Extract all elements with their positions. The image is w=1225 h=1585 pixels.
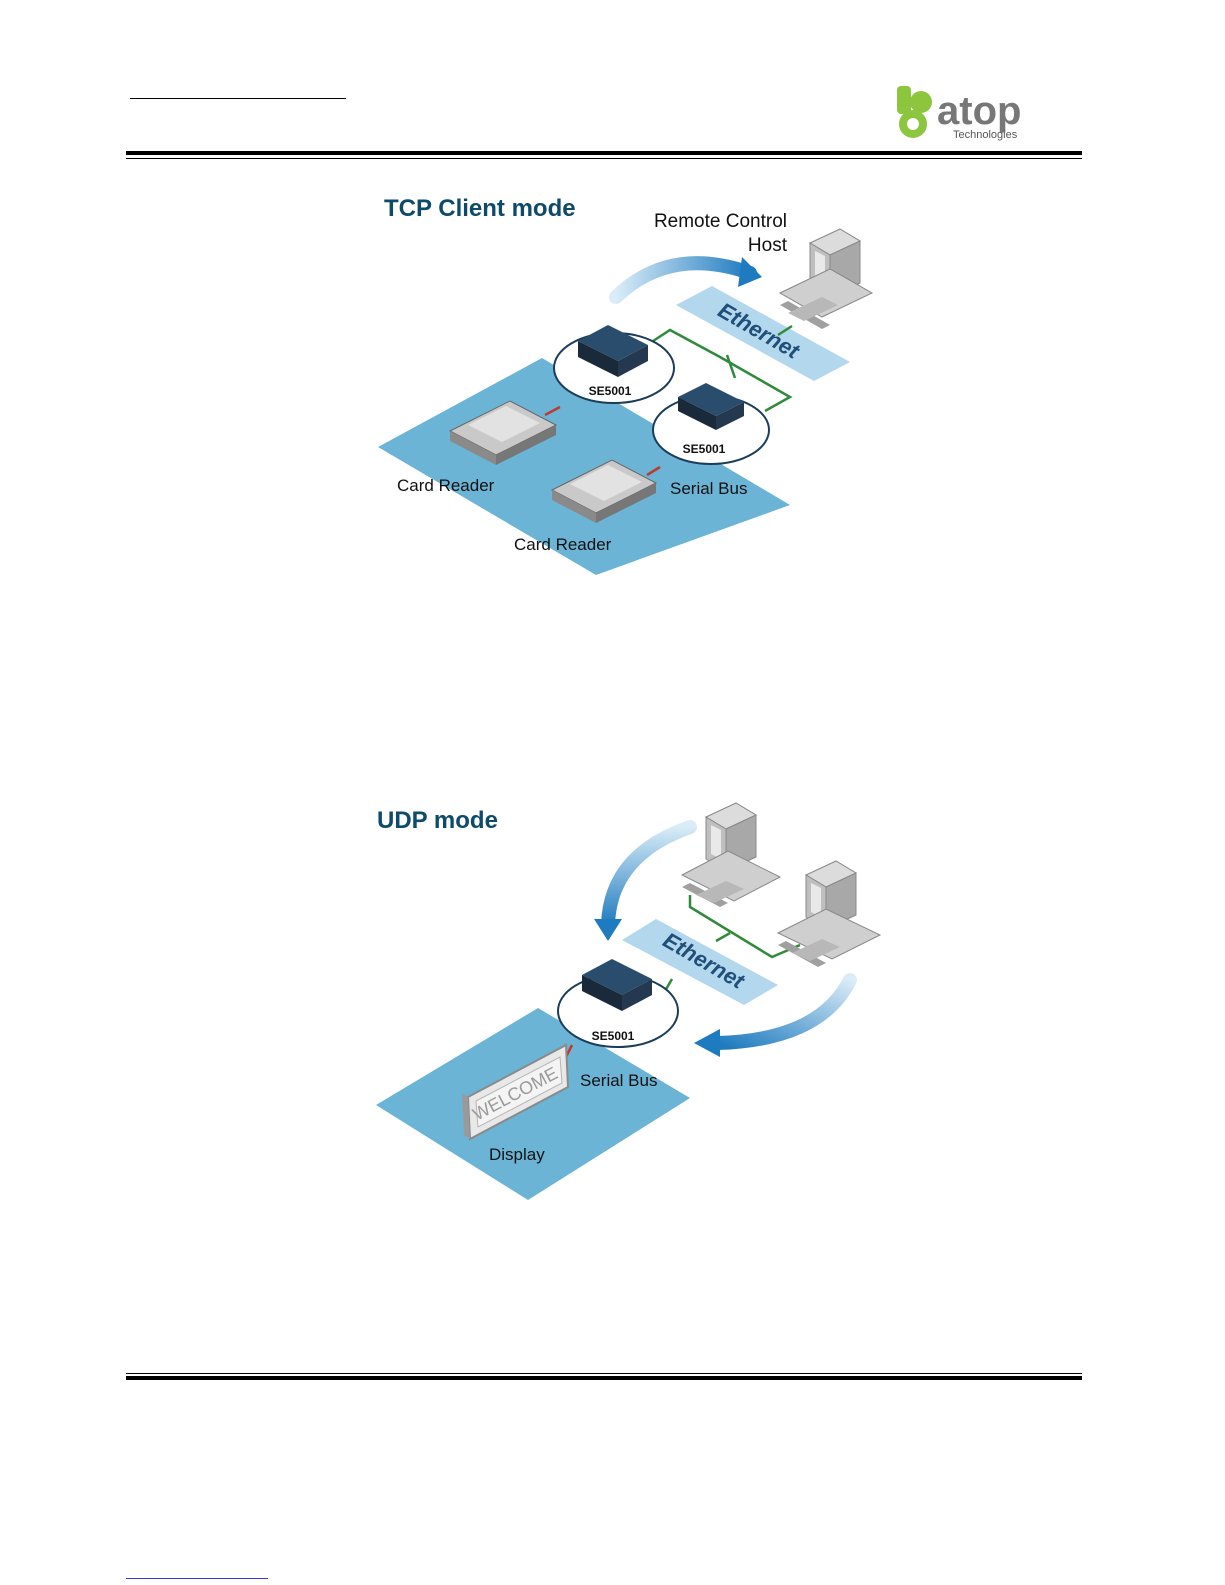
header-rule-thin — [126, 158, 1082, 159]
logo-subtext: Technologies — [953, 129, 1018, 141]
tcp-reader1-label: Card Reader — [397, 476, 495, 495]
udp-arrowhead-down-icon — [594, 919, 622, 941]
udp-arrowhead-left-icon — [694, 1029, 720, 1057]
tcp-device2-label: SE5001 — [683, 442, 726, 456]
tcp-serial-bus-label: Serial Bus — [670, 479, 747, 498]
tcp-arrow-icon — [616, 263, 750, 297]
tcp-host-label-line1: Remote Control — [654, 211, 787, 232]
udp-computer1-icon — [682, 803, 780, 907]
header-underline — [130, 98, 346, 99]
tcp-arrowhead-icon — [738, 257, 762, 287]
udp-display-label: Display — [489, 1145, 545, 1164]
remote-host-computer-icon — [780, 229, 872, 329]
udp-device-label: SE5001 — [592, 1029, 635, 1043]
logo-green-bar — [897, 86, 911, 114]
udp-computer2-icon — [778, 861, 880, 967]
udp-serial-bus-label: Serial Bus — [580, 1071, 657, 1090]
logo-wordmark: atop — [937, 89, 1021, 133]
atop-logo-graphic: atop Technologies — [893, 80, 1083, 142]
logo-green-dot-top — [910, 91, 932, 113]
footer-link-underline — [126, 1578, 268, 1579]
header-rule-thick — [126, 151, 1082, 155]
tcp-device1-label: SE5001 — [589, 384, 632, 398]
footer-rule-thick — [126, 1376, 1082, 1380]
udp-diagram-title: UDP mode — [377, 807, 498, 834]
tcp-diagram-title: TCP Client mode — [384, 195, 576, 222]
footer-rule-thin — [126, 1373, 1082, 1374]
atop-logo: atop Technologies — [893, 80, 1083, 142]
tcp-host-label-line2: Host — [748, 235, 788, 256]
udp-arrow-down-icon — [608, 827, 690, 925]
udp-diagram: UDP mode Ethernet SE5001 S — [360, 795, 900, 1210]
tcp-reader2-label: Card Reader — [514, 535, 612, 554]
tcp-client-diagram: TCP Client mode Ethernet Remote Control … — [360, 185, 900, 585]
